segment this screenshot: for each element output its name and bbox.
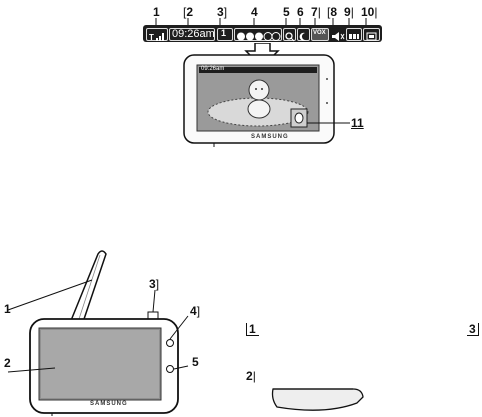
- vox-label: VOX: [313, 30, 326, 36]
- time-segment: 09:26am: [169, 28, 215, 41]
- speaker-mute-icon: [330, 28, 346, 41]
- svg-text:T: T: [149, 33, 154, 42]
- camera-number-icon: 1: [217, 28, 233, 41]
- mini-clock: 09:26am: [201, 66, 225, 72]
- sound-level-indicator: [234, 28, 282, 41]
- callout-9: 9|: [344, 5, 354, 19]
- callout-3-label: 3: [217, 5, 224, 19]
- vox-icon: VOX: [311, 28, 329, 41]
- callout-2-label: 2: [186, 5, 194, 19]
- callout-11: 11: [351, 116, 364, 130]
- night-mode-icon: [297, 28, 310, 41]
- callout-4: 4: [251, 5, 258, 19]
- zoom-glyph: [285, 32, 295, 42]
- bottom-brand-label: SAMSUNG: [90, 401, 128, 407]
- callout-10: 10|: [361, 5, 378, 19]
- callout-8: [8: [327, 5, 338, 19]
- device-front-diagram: [7, 250, 189, 416]
- top-brand-label: SAMSUNG: [251, 134, 289, 140]
- device-callout-2: 2: [4, 356, 11, 370]
- callout-9-label: 9: [344, 5, 351, 19]
- moon-glyph: [299, 32, 306, 41]
- battery-icon: [346, 28, 362, 41]
- signal-strength-icon: T: [146, 28, 168, 42]
- right-callout-2: 2|: [246, 369, 256, 383]
- device-callout-4: 4]: [190, 304, 201, 318]
- callout-10-label: 10: [361, 5, 375, 19]
- callout-3: 3]: [217, 5, 228, 19]
- sound-level-dots: [237, 32, 281, 41]
- callout-2: [2: [183, 5, 194, 19]
- zoom-icon: [283, 28, 296, 42]
- callout-leader-lines: [155, 18, 367, 25]
- callout-1: 1: [153, 5, 160, 19]
- callout-5: 5: [283, 5, 290, 19]
- speaker-glyph: [332, 32, 345, 41]
- battery-glyph: [349, 34, 359, 39]
- device-callout-3: 3]: [149, 277, 160, 291]
- device-callout-3-label: 3: [149, 277, 156, 291]
- device-callout-4-label: 4: [190, 304, 197, 318]
- memory-card-icon: [363, 28, 380, 41]
- camera-number-label: 1: [221, 28, 227, 38]
- callout-7-label: 7: [311, 5, 318, 19]
- card-glyph: [366, 32, 377, 41]
- parent-unit-screen-diagram: [183, 43, 350, 147]
- right-callout-2-label: 2: [246, 369, 253, 383]
- right-callout-3: 3: [467, 323, 479, 336]
- device-callout-1: 1: [4, 302, 11, 316]
- callout-8-label: 8: [330, 5, 338, 19]
- device-callout-5: 5: [192, 355, 199, 369]
- callout-7: 7|: [311, 5, 321, 19]
- signal-bars-graphic: T: [149, 33, 164, 42]
- right-callout-1: 1: [246, 323, 259, 336]
- stand-diagram: [271, 388, 364, 411]
- callout-6: 6: [297, 5, 304, 19]
- clock-time: 09:26am: [172, 28, 215, 40]
- status-bar: T 09:26am 1 VOX: [143, 25, 382, 42]
